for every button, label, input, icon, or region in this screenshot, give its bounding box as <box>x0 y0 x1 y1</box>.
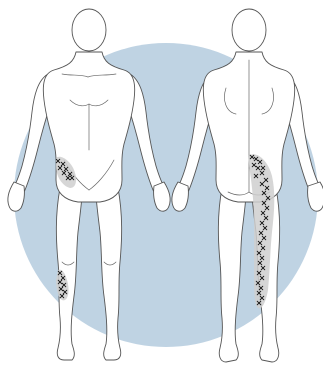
front-left-hand <box>8 182 25 211</box>
back-head <box>232 9 266 51</box>
front-head <box>72 9 106 51</box>
